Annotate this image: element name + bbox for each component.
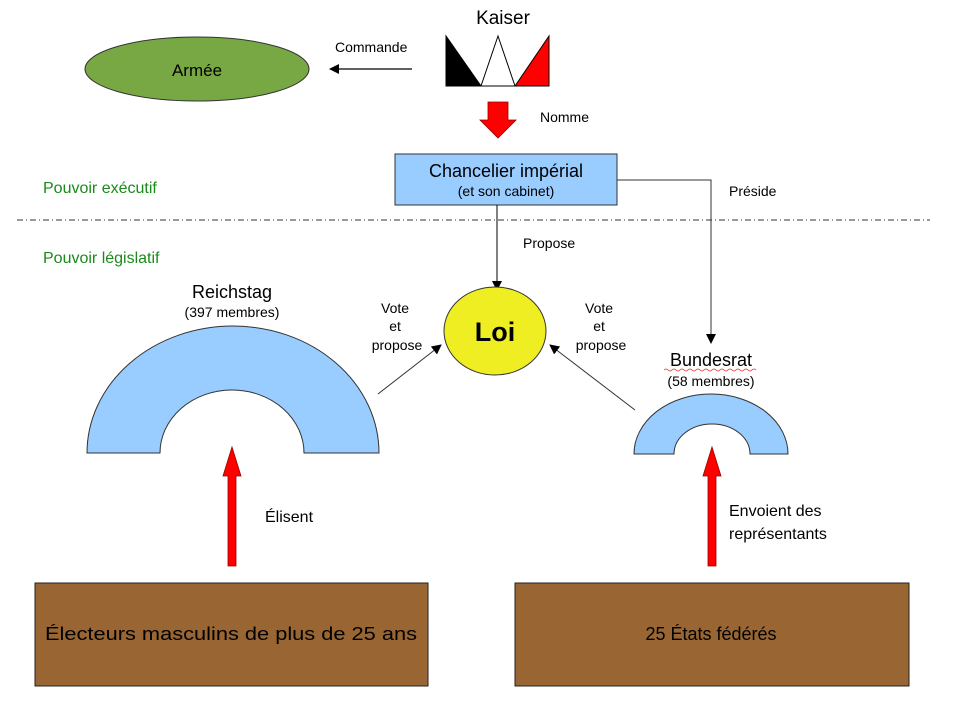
envoient-arrow: [702, 445, 722, 567]
executive-section-label: Pouvoir exécutif: [43, 180, 157, 197]
law-ellipse: [443, 286, 547, 376]
vote-right-label: Vote et propose: [576, 300, 627, 353]
states-label: 25 États fédérés: [645, 624, 776, 644]
law-label: Loi: [475, 317, 516, 347]
army-ellipse: [84, 36, 310, 102]
reichstag-members: (397 membres): [185, 304, 280, 320]
nomme-label: Nomme: [540, 109, 589, 125]
chancellor-node: Chancelier impérial (et son cabinet): [394, 153, 618, 206]
vote-left-label: Vote et propose: [372, 300, 423, 353]
law-node: Loi: [443, 286, 547, 376]
chancellor-box: [394, 153, 618, 206]
chancellor-subtitle: (et son cabinet): [458, 183, 555, 199]
voters-base: Électeurs masculins de plus de 25 ans: [34, 582, 429, 687]
reichstag-node: Reichstag (397 membres): [86, 282, 380, 454]
bundesrat-chamber-shape: [633, 393, 789, 455]
voters-label: Électeurs masculins de plus de 25 ans: [45, 624, 417, 644]
states-base: 25 États fédérés: [514, 582, 910, 687]
propose-label: Propose: [523, 235, 575, 251]
elisent-label: Élisent: [265, 507, 314, 526]
bundesrat-vote-arrow: [549, 344, 636, 411]
preside-arrow: [617, 179, 716, 344]
legislative-section-label: Pouvoir législatif: [43, 250, 160, 267]
preside-label: Préside: [729, 183, 777, 199]
army-label: Armée: [172, 61, 222, 80]
reichstag-title: Reichstag: [192, 282, 272, 302]
reichstag-vote-arrow: [377, 344, 442, 395]
commande-label: Commande: [335, 39, 408, 55]
kaiser-label: Kaiser: [476, 8, 531, 29]
bundesrat-spellcheck-underline: [663, 368, 757, 372]
elisent-arrow: [222, 445, 242, 567]
states-box: [514, 582, 910, 687]
reichstag-chamber-shape: [86, 325, 380, 454]
kaiser-crown-icon: [445, 34, 550, 87]
envoient-label: Envoient des représentants: [729, 503, 827, 543]
bundesrat-members: (58 membres): [667, 373, 754, 389]
voters-box: [34, 582, 429, 687]
bundesrat-node: Bundesrat (58 membres): [633, 350, 789, 455]
army-node: Armée: [84, 36, 310, 102]
nomme-arrow: [479, 101, 517, 139]
chancellor-title: Chancelier impérial: [429, 161, 583, 181]
bundesrat-title: Bundesrat: [670, 350, 752, 370]
